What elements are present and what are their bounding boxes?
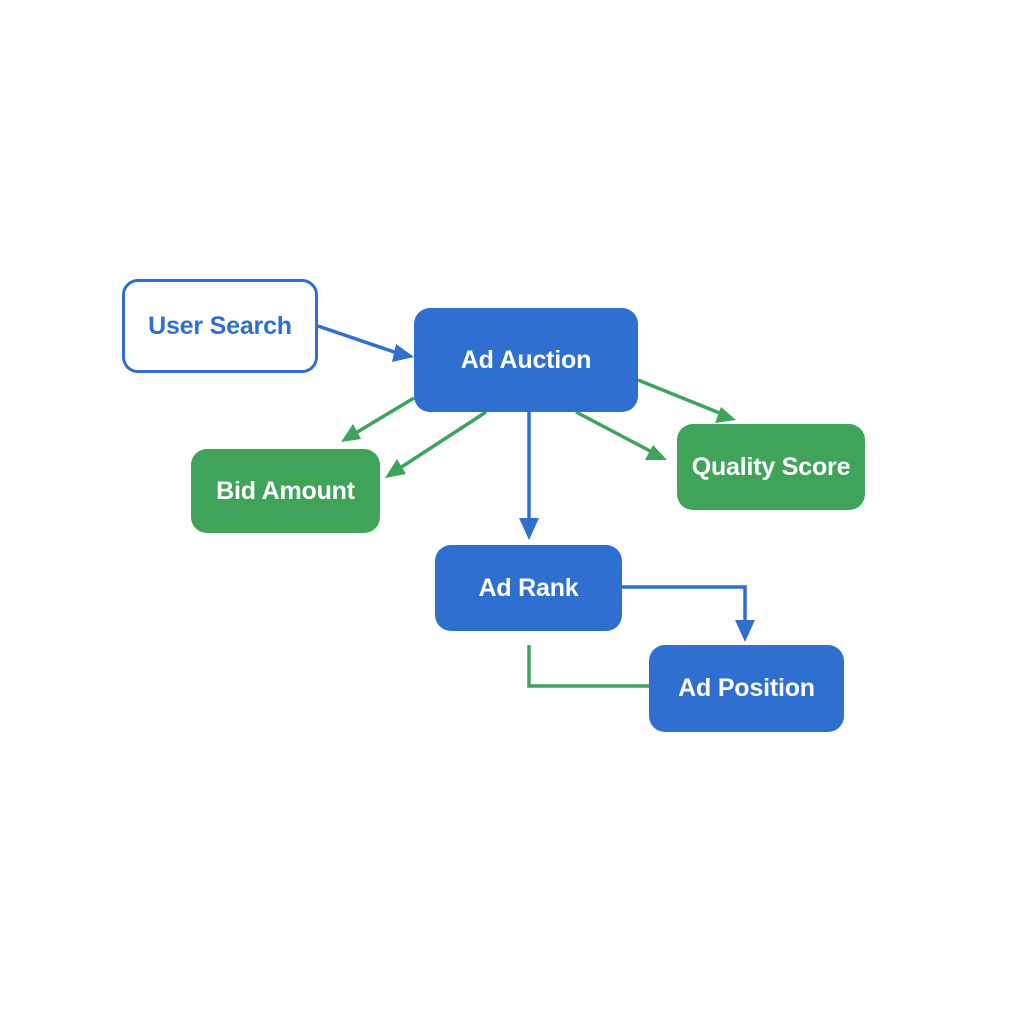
edge-ad-auction-to-ad-rank bbox=[519, 412, 539, 540]
edge-ad-rank-to-ad-position-blue bbox=[622, 585, 755, 642]
edge-user-search-to-ad-auction bbox=[317, 324, 414, 362]
node-bid-amount: Bid Amount bbox=[191, 449, 380, 533]
node-ad-rank: Ad Rank bbox=[435, 545, 622, 631]
edge-ad-rank-to-ad-position-green bbox=[527, 645, 649, 688]
node-ad-position: Ad Position bbox=[649, 645, 844, 732]
node-user-search: User Search bbox=[122, 279, 318, 373]
node-quality-score: Quality Score bbox=[677, 424, 865, 510]
node-ad-auction: Ad Auction bbox=[414, 308, 638, 412]
